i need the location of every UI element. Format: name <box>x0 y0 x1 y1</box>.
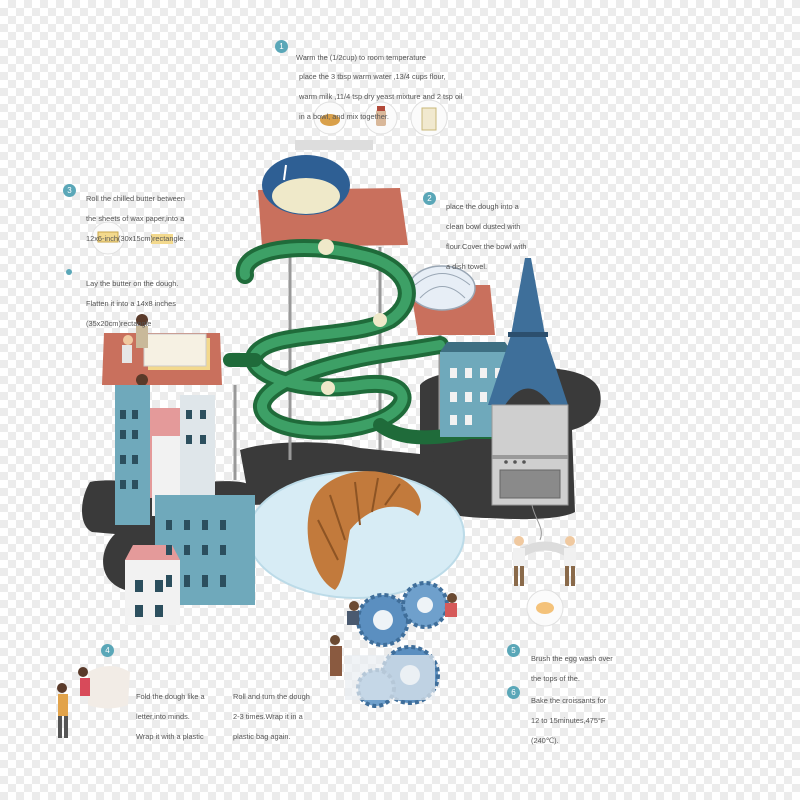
step-3b-text: Lay the butter on the dough. Flatten it … <box>86 279 179 328</box>
cyclist-icon <box>330 593 457 676</box>
baker-figure <box>122 314 148 386</box>
step-5-text: Brush the egg wash over the tops of the. <box>531 654 613 683</box>
oven-icon <box>491 404 569 506</box>
step-5-badge: 5 <box>507 644 520 657</box>
croissant-icon <box>307 471 421 590</box>
step-4b-text: Roll and turn the dough 2-3 times.Wrap i… <box>233 692 310 741</box>
step-6-text: Bake the croissants for 12 to 15minutes,… <box>531 696 607 745</box>
step-2-text: place the dough into a clean bowl dusted… <box>446 202 527 271</box>
bowl-icon <box>262 155 350 215</box>
step-1-text: Warm the (1/2cup) to room temperature <box>296 53 426 62</box>
folder-figure <box>57 666 130 738</box>
step-4-text: Fold the dough like a letter,into minds.… <box>136 692 205 741</box>
step-4-badge: 4 <box>101 644 114 657</box>
step-3-badge: 3 <box>63 184 76 197</box>
buildings-left <box>115 385 255 625</box>
carriers-figure <box>513 536 576 586</box>
step-2-badge: 2 <box>423 192 436 205</box>
step-6-badge: 6 <box>507 686 520 699</box>
step-3b-bullet <box>66 269 72 275</box>
step-1-badge: 1 <box>275 40 288 53</box>
table-top-edge <box>295 140 373 150</box>
step-3-text: Roll the chilled butter between the shee… <box>86 194 186 243</box>
step-1b-text: place the 3 tbsp warm water ,13/4 cups f… <box>299 72 463 121</box>
eiffel-tower-icon <box>488 258 568 405</box>
